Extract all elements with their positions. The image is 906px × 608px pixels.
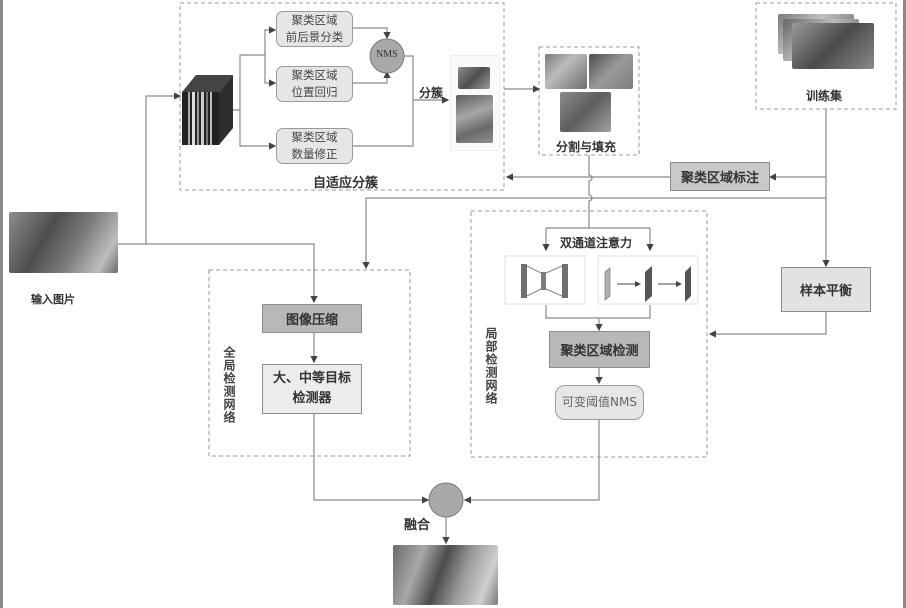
count-correction-box: 聚类区域 数量修正 bbox=[276, 128, 353, 164]
dual-attention-label: 双通道注意力 bbox=[560, 236, 633, 250]
local-network-group bbox=[470, 210, 708, 458]
feature-map-cube-icon bbox=[182, 75, 233, 145]
count-line2: 数量修正 bbox=[291, 147, 338, 161]
channel-attention-icon bbox=[604, 266, 691, 302]
position-line2: 位置回归 bbox=[291, 85, 338, 99]
detector-line1: 大、中等目标 bbox=[272, 371, 351, 386]
nms-node bbox=[369, 38, 405, 74]
local-network-title: 局部检测网络 bbox=[484, 327, 498, 405]
split-fill-label: 分割与填充 bbox=[556, 140, 617, 154]
cluster-label: 分簇 bbox=[419, 86, 444, 100]
cluster-annotation-box: 聚类区域标注 bbox=[670, 162, 770, 191]
split-fill-group bbox=[538, 46, 640, 156]
encoder-decoder-icon bbox=[521, 264, 568, 298]
adaptive-clustering-title: 自适应分簇 bbox=[313, 176, 379, 191]
global-network-title: 全局检测网络 bbox=[222, 346, 236, 424]
nms-label: NMS bbox=[376, 49, 398, 60]
output-image bbox=[393, 545, 498, 605]
cluster-crop-2-image bbox=[456, 95, 493, 143]
split-image-1 bbox=[545, 54, 587, 89]
input-image bbox=[9, 212, 118, 273]
fusion-label: 融合 bbox=[404, 518, 431, 533]
count-line1: 聚类区域 bbox=[291, 130, 338, 144]
image-compression-box: 图像压缩 bbox=[262, 304, 362, 333]
cluster-detection-box: 聚类区域检测 bbox=[549, 331, 650, 368]
training-image-front bbox=[792, 23, 874, 69]
split-image-3 bbox=[560, 92, 611, 132]
split-image-2 bbox=[589, 54, 633, 89]
large-medium-detector-box: 大、中等目标 检测器 bbox=[262, 364, 362, 414]
fusion-node bbox=[428, 482, 464, 518]
fg-bg-line2: 前后景分类 bbox=[285, 30, 344, 44]
variable-threshold-nms-box: 可变阈值NMS bbox=[555, 385, 644, 420]
page-border-right bbox=[903, 0, 906, 608]
variable-nms-text: 可变阈值NMS bbox=[562, 395, 637, 409]
position-regression-box: 聚类区域 位置回归 bbox=[276, 66, 353, 102]
cluster-crop-1-image bbox=[458, 67, 490, 89]
global-network-group bbox=[208, 269, 411, 457]
page-border-left bbox=[0, 0, 3, 608]
position-line1: 聚类区域 bbox=[291, 68, 338, 82]
fg-bg-classification-box: 聚类区域 前后景分类 bbox=[276, 11, 353, 47]
adaptive-clustering-group bbox=[179, 2, 505, 191]
input-image-label: 输入图片 bbox=[31, 293, 75, 306]
training-set-label: 训练集 bbox=[806, 89, 843, 103]
sample-balance-box: 样本平衡 bbox=[781, 267, 871, 312]
fg-bg-line1: 聚类区域 bbox=[291, 13, 338, 27]
detector-line2: 检测器 bbox=[292, 391, 332, 406]
